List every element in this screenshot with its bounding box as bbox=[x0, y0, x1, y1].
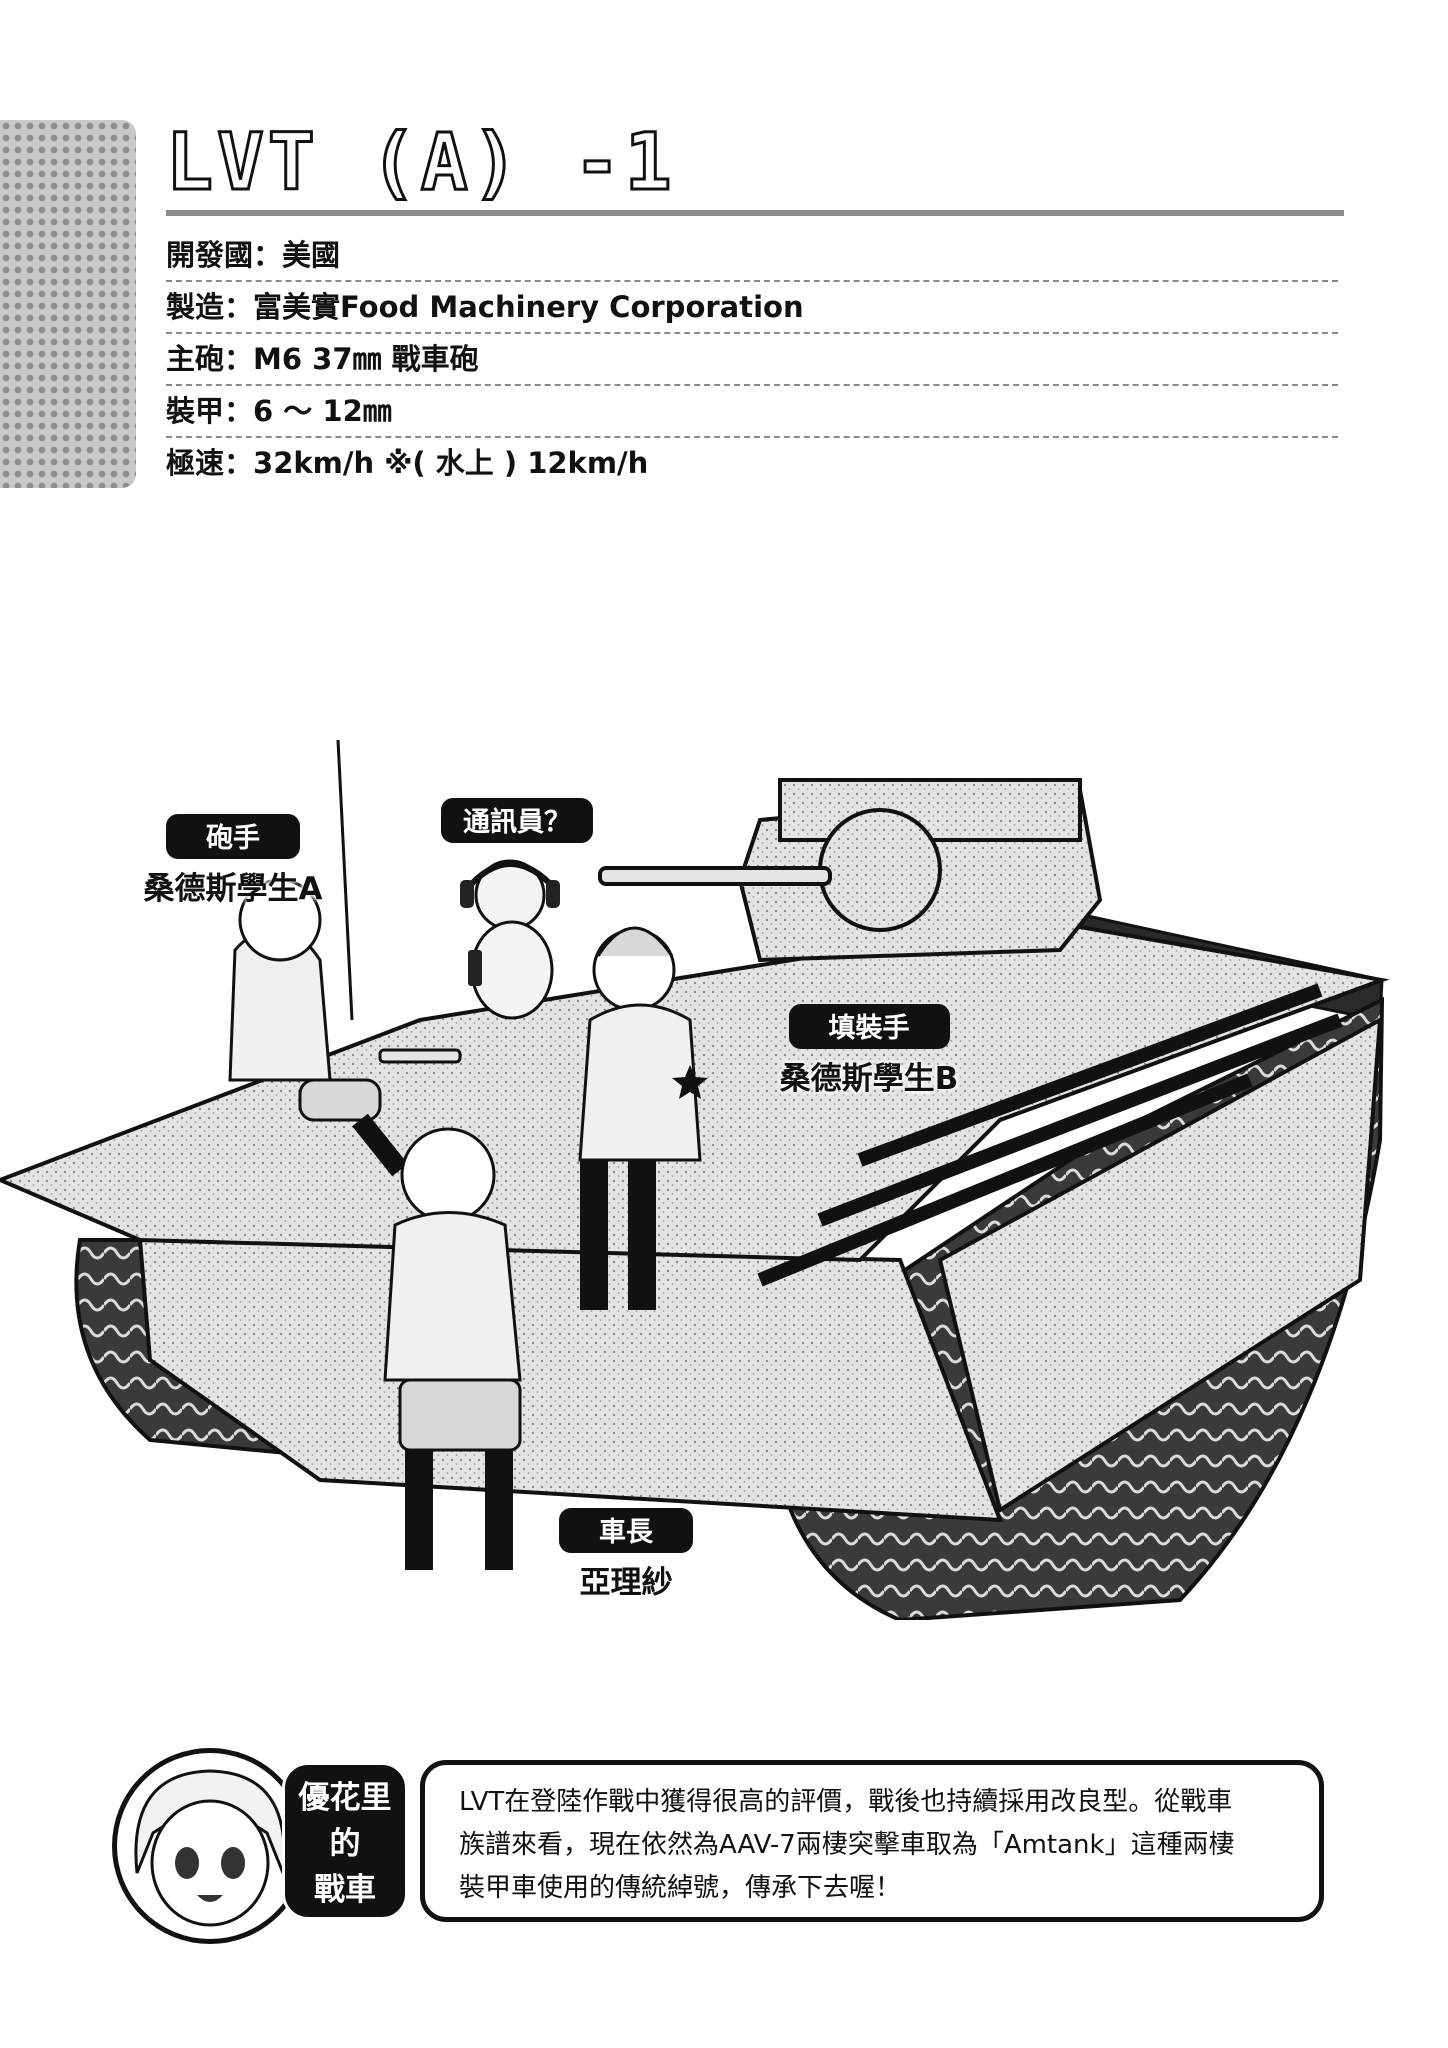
spec-value: 6 ～ 12㎜ bbox=[253, 394, 392, 428]
spec-value: 美國 bbox=[282, 238, 341, 272]
lower-hull bbox=[137, 1237, 1003, 1523]
side-index-tab bbox=[0, 120, 136, 488]
spec-country: 開發國：美國 bbox=[166, 230, 1338, 282]
teddy-bear-icon bbox=[460, 859, 560, 1020]
spec-label: 裝甲： bbox=[166, 394, 254, 428]
title-underline bbox=[166, 210, 1344, 216]
tip-line: LVT在登陸作戰中獲得很高的評價，戰後也持續採用改良型。從戰車 bbox=[459, 1787, 1233, 1817]
tip-label: 優花里的 戰車 小知識 bbox=[282, 1762, 408, 1954]
spec-list: 開發國：美國 製造：富美實Food Machinery Corporation … bbox=[166, 230, 1338, 488]
tank-illustration bbox=[0, 739, 1390, 1620]
crew-name: 亞理紗 bbox=[579, 1565, 673, 1601]
star-insignia-icon bbox=[672, 1065, 708, 1099]
spec-label: 主砲： bbox=[166, 342, 254, 376]
crew-role: 通訊員？ bbox=[441, 798, 593, 843]
spec-label: 製造： bbox=[166, 290, 254, 324]
tip-label-line: 小知識 bbox=[298, 1918, 392, 1954]
crew-tag-radio-operator: 通訊員？ bbox=[432, 798, 602, 847]
tip-label-line: 戰車 bbox=[314, 1872, 376, 1908]
tip-text-box: LVT在登陸作戰中獲得很高的評價，戰後也持續採用改良型。從戰車 族譜來看，現在依… bbox=[420, 1760, 1324, 1922]
side-hull bbox=[937, 1016, 1383, 1514]
crew-tag-loader: 填裝手 桑德斯學生B bbox=[764, 1004, 974, 1098]
crew-name: 桑德斯學生A bbox=[143, 871, 323, 907]
main-gun-barrel bbox=[598, 866, 832, 886]
spec-value: 富美實Food Machinery Corporation bbox=[253, 290, 804, 324]
yukari-avatar bbox=[112, 1748, 308, 1944]
avatar-face-icon bbox=[134, 1769, 286, 1927]
spec-top-speed: 極速：32km/h ※( 水上 ) 12km/h bbox=[166, 438, 1338, 488]
crew-role: 砲手 bbox=[166, 814, 300, 859]
spec-value: 32km/h ※( 水上 ) 12km/h bbox=[253, 446, 649, 480]
commander-figure bbox=[383, 1127, 522, 1570]
tip-line: 族譜來看，現在依然為AAV-7兩棲突擊車取為「Amtank」這種兩棲 bbox=[459, 1830, 1235, 1860]
crew-tag-gunner: 砲手 桑德斯學生A bbox=[128, 814, 338, 908]
turret-cupola bbox=[778, 778, 1082, 842]
spec-armor: 裝甲：6 ～ 12㎜ bbox=[166, 386, 1338, 438]
spec-label: 開發國： bbox=[166, 238, 283, 272]
tip-line: 裝甲車使用的傳統綽號，傳承下去喔！ bbox=[459, 1873, 902, 1903]
crew-role: 車長 bbox=[559, 1508, 693, 1553]
crew-name: 桑德斯學生B bbox=[779, 1061, 959, 1097]
spec-manufacturer: 製造：富美實Food Machinery Corporation bbox=[166, 282, 1338, 334]
loader-figure bbox=[578, 926, 708, 1310]
crew-tag-commander: 車長 亞理紗 bbox=[544, 1508, 708, 1602]
spec-label: 極速： bbox=[166, 446, 254, 480]
spec-main-gun: 主砲：M6 37㎜ 戰車砲 bbox=[166, 334, 1338, 386]
hull-machine-gun bbox=[378, 1048, 462, 1064]
crew-role: 填裝手 bbox=[788, 1004, 950, 1049]
gunner-figure bbox=[228, 878, 408, 1177]
tip-label-line: 優花里的 bbox=[298, 1780, 392, 1862]
gun-mantlet bbox=[818, 808, 942, 932]
spec-value: M6 37㎜ 戰車砲 bbox=[253, 342, 479, 376]
antenna bbox=[336, 739, 354, 1021]
page-title: LVT (A) -1 bbox=[165, 117, 676, 210]
deck-stripes bbox=[757, 983, 1343, 1287]
